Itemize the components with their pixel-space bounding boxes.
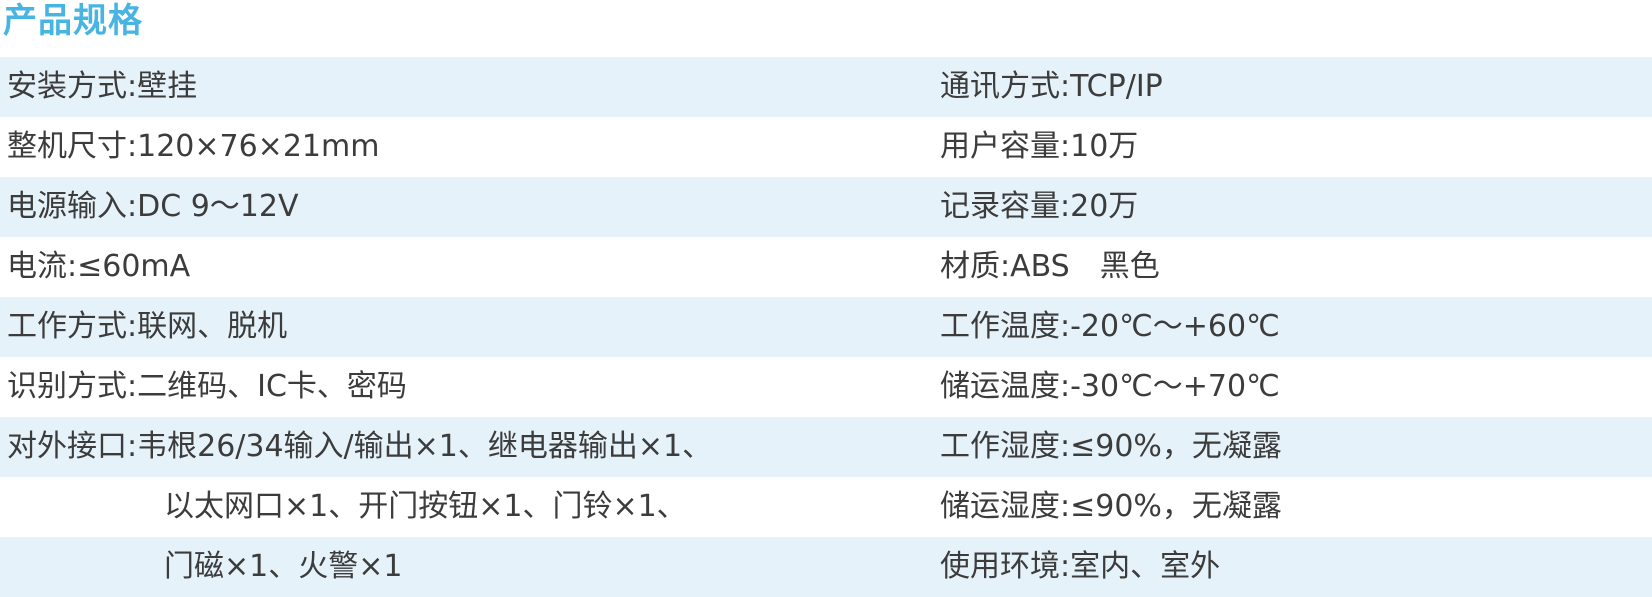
spec-row: 安装方式:壁挂 通讯方式:TCP/IP (0, 57, 1652, 117)
spec-left: 安装方式:壁挂 (7, 69, 198, 104)
spec-left: 工作方式:联网、脱机 (7, 309, 288, 344)
spec-right: 材质:ABS 黑色 (940, 249, 1160, 284)
spec-left: 对外接口:韦根26/34输入/输出×1、继电器输出×1、 (7, 429, 713, 464)
spec-row: 工作方式:联网、脱机 工作温度:-20℃～+60℃ (0, 297, 1652, 357)
spec-left: 整机尺寸:120×76×21mm (7, 129, 380, 164)
spec-row: 电流:≤60mA 材质:ABS 黑色 (0, 237, 1652, 297)
spec-left: 电源输入:DC 9～12V (7, 189, 299, 224)
spec-right: 工作温度:-20℃～+60℃ (940, 309, 1280, 344)
spec-row: 电源输入:DC 9～12V 记录容量:20万 (0, 177, 1652, 237)
spec-left: 门磁×1、火警×1 (164, 549, 403, 584)
spec-left: 电流:≤60mA (7, 249, 191, 284)
spec-left: 识别方式:二维码、IC卡、密码 (7, 369, 407, 404)
spec-table: 安装方式:壁挂 通讯方式:TCP/IP 整机尺寸:120×76×21mm 用户容… (0, 57, 1652, 597)
spec-right: 储运湿度:≤90%，无凝露 (940, 489, 1282, 524)
spec-row: 门磁×1、火警×1 使用环境:室内、室外 (0, 537, 1652, 597)
spec-right: 通讯方式:TCP/IP (940, 69, 1163, 104)
spec-row: 整机尺寸:120×76×21mm 用户容量:10万 (0, 117, 1652, 177)
spec-left: 以太网口×1、开门按钮×1、门铃×1、 (164, 489, 687, 524)
section-title: 产品规格 (3, 1, 143, 41)
spec-row: 对外接口:韦根26/34输入/输出×1、继电器输出×1、 工作湿度:≤90%，无… (0, 417, 1652, 477)
spec-row: 识别方式:二维码、IC卡、密码 储运温度:-30℃～+70℃ (0, 357, 1652, 417)
spec-right: 记录容量:20万 (940, 189, 1139, 224)
spec-right: 储运温度:-30℃～+70℃ (940, 369, 1280, 404)
spec-right: 使用环境:室内、室外 (940, 549, 1221, 584)
spec-right: 用户容量:10万 (940, 129, 1139, 164)
spec-right: 工作湿度:≤90%，无凝露 (940, 429, 1282, 464)
spec-row: 以太网口×1、开门按钮×1、门铃×1、 储运湿度:≤90%，无凝露 (0, 477, 1652, 537)
